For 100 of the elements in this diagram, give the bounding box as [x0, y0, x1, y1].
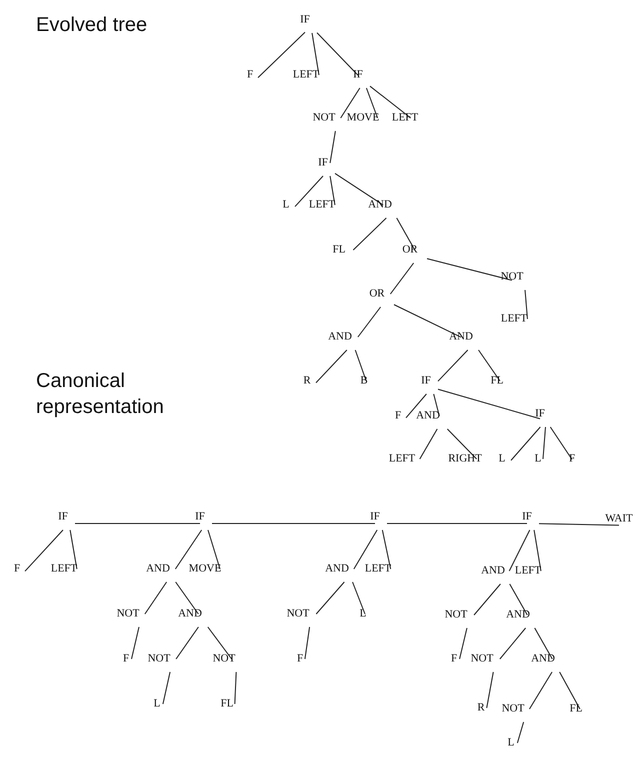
tree-node-label: R [302, 374, 312, 388]
tree-branch-line [510, 426, 541, 461]
tree-branch-line [419, 428, 438, 460]
tree-branch-line [353, 530, 378, 570]
tree-node-label: FL [220, 698, 234, 710]
tree-branch-line [316, 582, 345, 614]
tree-node-label: F [122, 652, 130, 666]
tree-branch-line [550, 426, 572, 460]
tree-node-label: AND [505, 608, 531, 622]
tree-branch-line [207, 626, 232, 660]
tree-node-label: OR [401, 244, 419, 256]
tree-node-label: IF [194, 510, 206, 524]
section-heading: Evolved tree [36, 13, 148, 38]
tree-node-label: LEFT [514, 564, 542, 578]
tree-branch-line [508, 530, 530, 572]
tree-branch-line [352, 582, 366, 614]
tree-node-label: IF [352, 68, 364, 82]
tree-node-label: LEFT [390, 112, 420, 124]
tree-branch-line [433, 394, 440, 416]
tree-node-label: IF [57, 510, 69, 524]
tree-branch-line [386, 523, 528, 524]
tree-branch-line [382, 530, 392, 570]
tree-node-label: F [12, 562, 22, 576]
tree-node-label: NOT [146, 652, 172, 666]
tree-branch-line [162, 672, 171, 704]
tree-node-label: NOT [116, 608, 140, 620]
tree-branch-line [304, 626, 310, 660]
tree-node-label: FL [490, 374, 504, 388]
tree-node-label: IF [534, 408, 546, 420]
tree-node-label: WAIT [604, 512, 634, 526]
tree-node-label: LEFT [292, 68, 320, 82]
tree-node-label: FL [332, 244, 346, 256]
tree-branch-line [438, 350, 468, 382]
tree-branch-line [390, 262, 414, 294]
tree-node-label: AND [448, 330, 474, 344]
tree-node-label: L [358, 608, 368, 620]
tree-node-label: NOT [212, 652, 236, 666]
tree-node-label: IF [420, 374, 432, 388]
tree-node-label: B [359, 374, 369, 388]
tree-branch-line [316, 32, 358, 76]
tree-branch-line [131, 626, 140, 660]
tree-node-label: NOT [500, 270, 524, 284]
tree-node-label: NOT [312, 112, 336, 124]
tree-node-label: AND [145, 562, 171, 576]
tree-node-label: F [568, 452, 576, 466]
tree-branch-line [340, 88, 360, 118]
tree-node-label: IF [521, 510, 533, 524]
tree-branch-line [478, 350, 500, 382]
tree-branch-line [316, 350, 348, 384]
tree-branch-line [174, 530, 202, 570]
tree-branch-line [426, 258, 512, 281]
tree-branch-line [175, 582, 199, 614]
tree-node-label: F [296, 652, 304, 666]
tree-node-label: L [498, 452, 506, 466]
tree-branch-line [354, 350, 367, 382]
tree-branch-line [446, 428, 478, 460]
tree-branch-line [144, 582, 168, 614]
tree-branch-line [366, 88, 378, 118]
tree-branch-line [499, 628, 526, 660]
tree-branch-line [352, 218, 387, 250]
tree-node-label: RIGHT [447, 452, 483, 466]
tree-node-label: R [476, 702, 486, 714]
tree-branch-line [438, 388, 540, 420]
tree-node-label: FL [568, 702, 584, 716]
tree-node-label: LEFT [50, 562, 78, 576]
tree-branch-line [528, 672, 553, 710]
tree-branch-line [406, 394, 427, 418]
tree-branch-line [370, 86, 412, 118]
tree-node-label: MOVE [188, 562, 222, 576]
tree-node-label: MOVE [346, 112, 380, 124]
tree-node-label: F [246, 68, 254, 82]
tree-node-label: OR [368, 288, 386, 300]
section-heading: Canonical representation [36, 369, 165, 420]
tree-node-label: LEFT [500, 312, 528, 326]
tree-branch-line [524, 290, 528, 320]
tree-node-label: F [394, 410, 402, 422]
tree-branch-line [542, 426, 546, 460]
tree-branch-line [334, 172, 384, 206]
tree-branch-line [559, 672, 580, 710]
tree-branch-line [486, 672, 494, 708]
tree-branch-line [394, 304, 462, 338]
tree-node-label: AND [415, 410, 441, 422]
tree-node-label: IF [317, 156, 329, 170]
tree-node-label: L [506, 736, 516, 750]
tree-branch-line [534, 530, 542, 572]
tree-branch-line [509, 584, 528, 616]
tree-node-label: AND [367, 198, 393, 212]
tree-node-label: NOT [286, 608, 310, 620]
tree-branch-line [312, 32, 320, 76]
tree-branch-line [176, 626, 199, 660]
tree-branch-line [258, 32, 306, 78]
tree-node-label: AND [480, 564, 506, 578]
tree-branch-line [74, 523, 200, 524]
tree-node-label: NOT [444, 608, 468, 622]
tree-node-label: IF [369, 510, 381, 524]
tree-branch-line [24, 530, 64, 572]
tree-branch-line [330, 130, 336, 164]
tree-branch-line [330, 176, 336, 206]
tree-node-label: LEFT [388, 452, 416, 466]
tree-node-label: L [534, 452, 542, 466]
